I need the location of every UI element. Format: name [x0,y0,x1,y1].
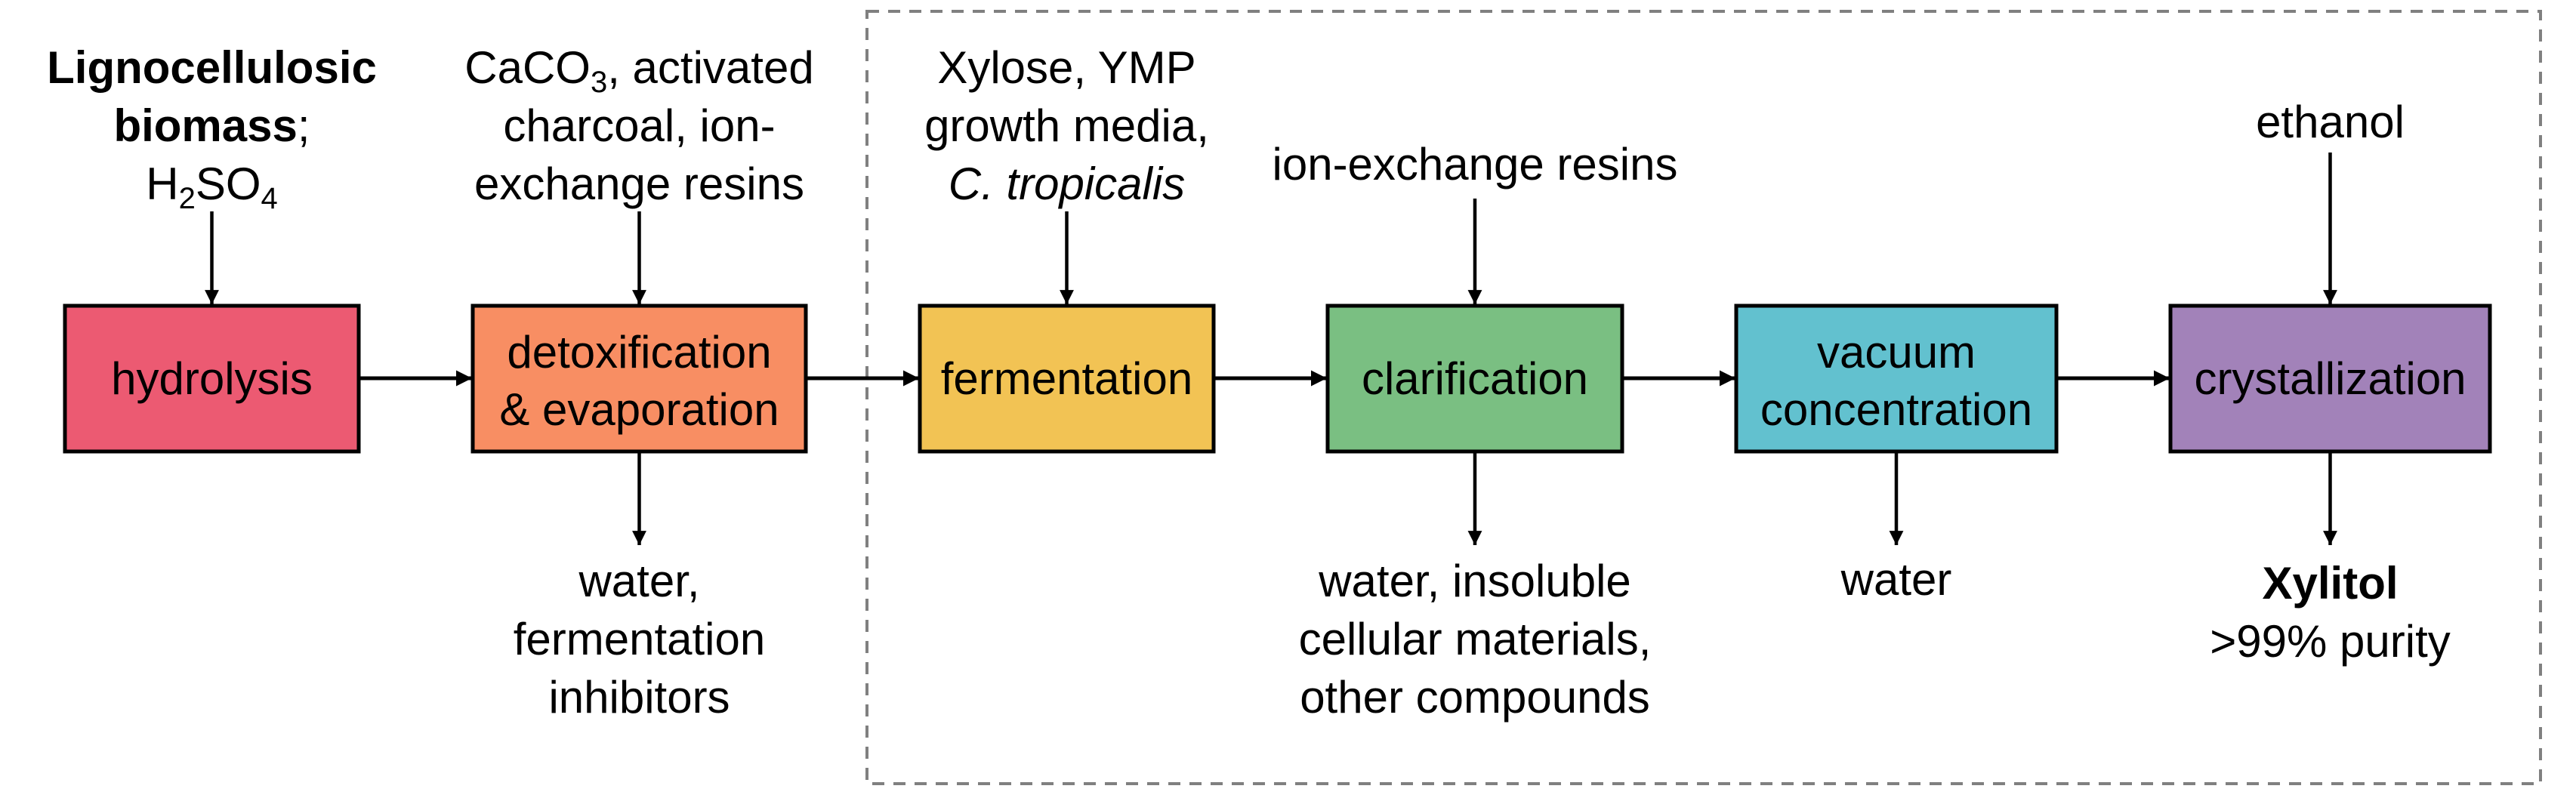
step-box-clarification [1325,304,1624,454]
output-label-crystallization-line: >99% purity [2210,616,2451,667]
input-label-hydrolysis-line: H2SO4 [146,159,278,215]
output-label-vacuum-concentration-line: water [1840,554,1952,605]
text-run: SO [196,159,261,209]
step-hydrolysis: hydrolysis [63,304,361,454]
input-label-clarification-line: ion-exchange resins [1273,139,1678,190]
output-label-vacuum-concentration: water [1840,554,1952,605]
input-label-hydrolysis: Lignocellulosic biomass; H2SO4 [47,42,377,215]
output-label-crystallization-line: Xylitol [2262,558,2398,609]
input-output-arrows [205,153,2337,545]
text-run: charcoal, ion- [503,100,775,151]
input-output-labels: Lignocellulosic biomass; H2SO4 CaCO3, activ… [47,42,2451,723]
text-run: 4 [261,182,278,215]
step-label-hydrolysis: hydrolysis [111,353,313,404]
input-label-fermentation-line: C. tropicalis [949,159,1185,209]
text-run: water, insoluble [1318,556,1631,606]
step-label-detoxification: detoxification & evaporation [499,327,779,435]
step-crystallization: crystallization [2168,304,2492,454]
text-run: other compounds [1300,672,1650,723]
process-steps: hydrolysis detoxification & evaporation fer… [63,304,2492,454]
text-run: Lignocellulosic [47,42,377,93]
text-run: growth media, [924,100,1209,151]
text-run: C. tropicalis [949,159,1185,209]
output-label-detoxification-line: water, [578,556,699,606]
text-run: ion-exchange resins [1273,139,1678,190]
step-vacuum-concentration: vacuum concentration [1734,304,2059,454]
step-label-line: crystallization [2194,353,2466,404]
text-run: 3 [591,66,607,99]
step-label-line: fermentation [941,353,1193,404]
text-run: inhibitors [548,672,730,723]
text-run: >99% purity [2210,616,2451,667]
step-box-detoxification [470,304,808,454]
input-label-clarification: ion-exchange resins [1273,139,1678,190]
text-run: 2 [179,182,196,215]
text-run: biomass [113,100,297,151]
input-label-detoxification-line: CaCO3, activated [464,42,813,99]
input-label-fermentation-line: Xylose, YMP [937,42,1195,93]
step-label-line: concentration [1760,384,2032,435]
text-run: exchange resins [474,159,804,209]
output-label-clarification: water, insoluble cellular materials, other… [1299,556,1652,723]
step-label-line: & evaporation [499,384,779,435]
output-label-detoxification-line: inhibitors [548,672,730,723]
step-label-clarification: clarification [1362,353,1588,404]
input-label-fermentation-line: growth media, [924,100,1209,151]
output-label-clarification-line: cellular materials, [1299,614,1652,664]
downstream-group-border [865,10,2542,785]
text-run: Xylose, YMP [937,42,1195,93]
input-label-hydrolysis-line: Lignocellulosic [47,42,377,93]
text-run: water, [578,556,699,606]
step-box-crystallization [2168,304,2492,454]
step-label-crystallization: crystallization [2194,353,2466,404]
text-run: ethanol [2256,97,2405,147]
step-label-fermentation: fermentation [941,353,1193,404]
text-run: ; [298,100,310,151]
step-label-line: hydrolysis [111,353,313,404]
step-label-vacuum-concentration: vacuum concentration [1760,327,2032,435]
input-label-crystallization-line: ethanol [2256,97,2405,147]
text-run: H [146,159,178,209]
step-label-line: detoxification [507,327,771,377]
output-label-detoxification-line: fermentation [514,614,766,664]
output-label-clarification-line: water, insoluble [1318,556,1631,606]
output-label-clarification-line: other compounds [1300,672,1650,723]
step-label-line: clarification [1362,353,1588,404]
input-label-crystallization: ethanol [2256,97,2405,147]
step-box-fermentation [918,304,1216,454]
step-label-line: vacuum [1817,327,1976,377]
text-run: CaCO [464,42,591,93]
output-label-crystallization: Xylitol >99% purity [2210,558,2451,667]
text-run: Xylitol [2262,558,2398,609]
text-run: fermentation [514,614,766,664]
input-label-hydrolysis-line: biomass; [113,100,310,151]
input-label-fermentation: Xylose, YMP growth media, C. tropicalis [924,42,1209,209]
step-box-vacuum-concentration [1734,304,2059,454]
step-fermentation: fermentation [918,304,1216,454]
step-box-hydrolysis [63,304,361,454]
step-clarification: clarification [1325,304,1624,454]
output-label-detoxification: water, fermentation inhibitors [514,556,766,723]
input-label-detoxification-line: exchange resins [474,159,804,209]
text-run: water [1840,554,1952,605]
step-detoxification: detoxification & evaporation [470,304,808,454]
text-run: , activated [607,42,814,93]
text-run: cellular materials, [1299,614,1652,664]
input-label-detoxification-line: charcoal, ion- [503,100,775,151]
